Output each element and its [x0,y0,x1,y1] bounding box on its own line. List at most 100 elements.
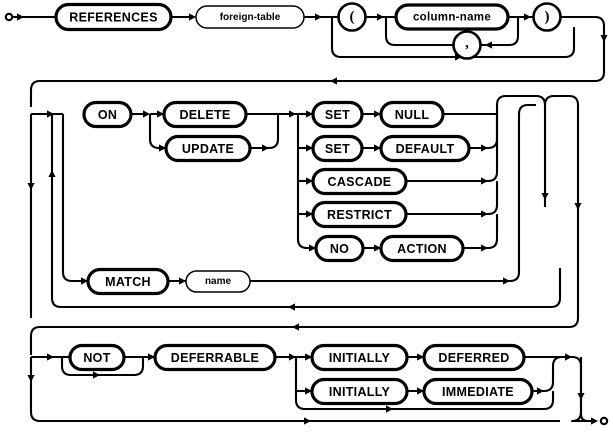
arrowhead-row2-wrap-left [292,323,299,331]
arrowhead-to-no [309,244,316,252]
arrowhead-to-update [159,144,166,152]
rail-row1-to-row2-wrap [29,15,606,107]
arrowhead-row2-group-bypass [27,183,35,190]
arrowhead-restrict-merge [481,210,488,218]
arrowhead-row1-wrap-left [330,77,337,85]
arrowhead-to-immediate [417,387,424,395]
rail-not-bypass [60,357,145,377]
node-on-label: ON [98,108,117,122]
node-lparen-label: ( [350,9,355,25]
arrowhead-final-down [577,393,585,400]
arrowhead-after-foreign-table [315,13,322,21]
arrowhead-row3-bypass-right [304,417,311,425]
rail-split-to-match [61,114,88,283]
rail-actions-exit [495,94,547,207]
rail-action-to-merge [463,214,499,250]
arrowhead-to-set-null [306,110,313,118]
node-default-label: DEFAULT [396,142,455,156]
arrowhead-to-cascade [306,177,313,185]
node-restrict-label: RESTRICT [327,208,392,222]
arrowhead-start [17,13,24,21]
rail-row2-to-row3-wrap [29,94,580,355]
node-match-label: MATCH [105,275,151,289]
arrowhead-default-merge [481,144,488,152]
rail-final-curve [579,413,596,423]
rail-initially-bypass [294,357,393,411]
arrowhead-to-foreign-table [189,13,196,21]
rail-restrict-to-merge [406,181,499,216]
arrowhead-to-deferrable [148,353,155,361]
rail-row2-repeat-loop [50,114,562,309]
arrowhead-to-match [81,277,88,285]
rail-name-to-exit [250,103,536,283]
arrowhead-to-set-default [306,144,313,152]
rail-cascade-to-merge [406,114,499,183]
node-no-label: NO [330,242,349,256]
rail-default-to-merge [469,114,499,150]
arrowhead-to-deferred [417,353,424,361]
arrowhead-comma-loop [485,41,492,49]
arrowhead-to-action-split [289,110,296,118]
arrowhead-to-initially-immediate [305,387,312,395]
node-set-null-set-label: SET [325,108,350,122]
rail-comma-loop-left [384,17,453,47]
arrowhead-cascade-merge [481,177,488,185]
arrowhead-row2-repeat-up [48,170,56,177]
end-dot [599,416,609,426]
start-dot [4,12,14,22]
arrowhead-to-restrict [306,210,313,218]
node-initially-deferred-initially-label: INITIALLY [329,351,391,365]
arrowhead-to-default [374,144,381,152]
node-action-label: ACTION [397,242,447,256]
node-comma-label: , [465,35,469,51]
rail-comma-loop-right [481,17,520,47]
rail-update-merge [250,114,280,150]
rail-initially-bypass-merge [393,391,555,411]
rail-split-to-update [148,114,166,150]
arrowhead-initially-bypass [386,405,393,413]
node-null-label: NULL [395,108,430,122]
arrowhead-row2-wrap-down [574,203,582,210]
rail-action-split-column [296,114,316,250]
node-cascade-label: CASCADE [328,175,392,189]
node-update-label: UPDATE [182,142,234,156]
node-name-label: name [205,276,232,287]
node-foreign-table-label: foreign-table [220,12,281,23]
arrowhead-to-delete [157,110,164,118]
rail-columns-bypass [330,17,576,59]
node-deferrable-label: DEFERRABLE [171,351,259,365]
node-deferred-label: DEFERRED [438,351,509,365]
arrowhead-end [591,417,598,425]
rail-immediate-merge [532,355,572,393]
node-column-name-label: column-name [413,12,491,24]
arrowhead-immediate-merge [537,387,544,395]
arrowhead-update-merge [262,144,269,152]
arrowhead-after-deferrable [289,353,296,361]
arrowhead-to-column-name [377,13,384,21]
arrowhead-to-action [374,244,381,252]
rail-row3-group-bypass [29,357,560,423]
node-immediate-label: IMMEDIATE [442,385,514,399]
arrowhead-row2-repeat-left [288,303,295,311]
arrowhead-action-merge [481,244,488,252]
node-initially-immediate-initially-label: INITIALLY [329,385,391,399]
arrowhead-to-null [374,110,381,118]
node-delete-label: DELETE [179,108,230,122]
arrowhead-row2-entry [47,110,54,118]
arrowhead-to-rparen [524,13,531,21]
arrowhead-row1-wrap-down [600,35,608,42]
arrowhead-actions-exit-down [541,193,549,200]
arrowhead-after-on [143,110,150,118]
node-comma [452,30,482,60]
arrowhead-row3-entry [47,353,54,361]
node-set-default-set-label: SET [325,142,350,156]
arrowhead-row3-bypass-down [27,375,35,382]
arrowhead-to-initially-deferred [305,353,312,361]
node-references-label: REFERENCES [69,11,157,25]
arrowhead-name-exit [503,277,510,285]
node-rparen-label: ) [545,9,550,25]
node-not-label: NOT [83,351,110,365]
arrowhead-not-bypass [93,371,100,379]
